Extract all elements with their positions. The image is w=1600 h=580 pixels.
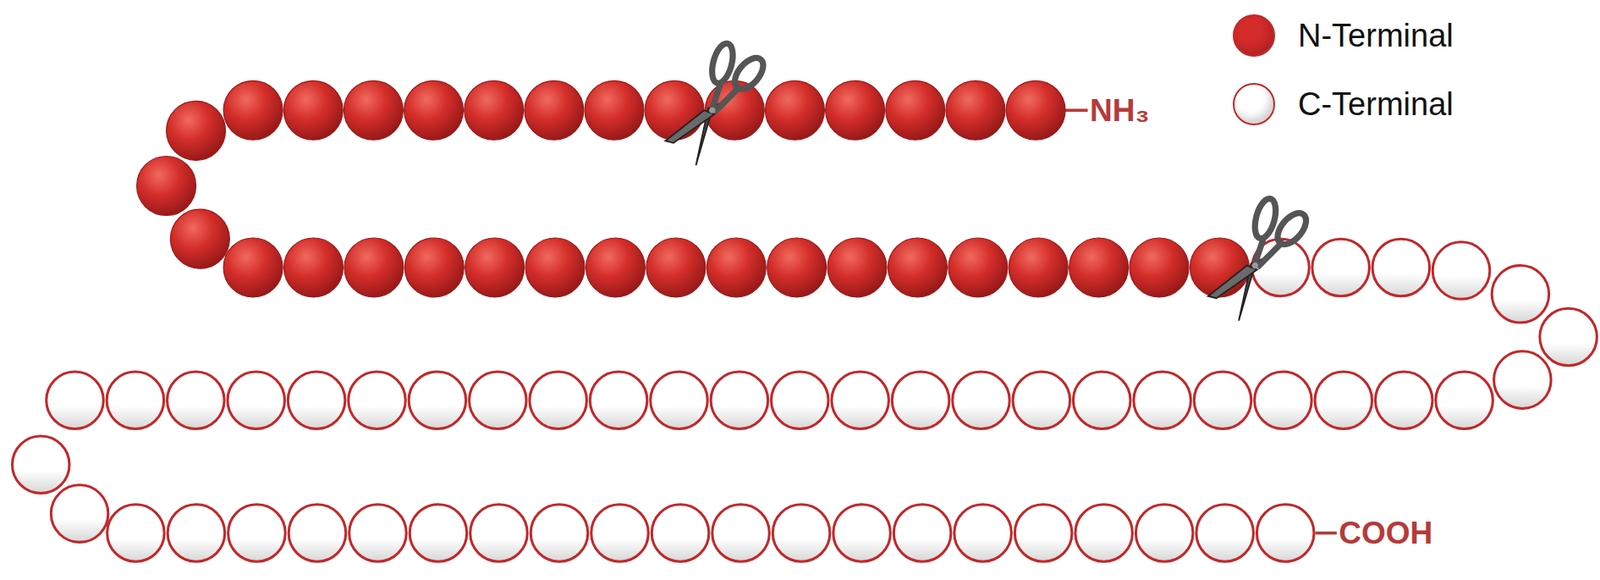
scissors-icon [665,41,769,166]
legend-swatch [1232,82,1276,126]
c-terminal-residue [1135,504,1194,562]
c-terminal-residue [1075,504,1133,562]
c-terminal-residue [408,371,467,429]
c-terminal-residue [228,504,286,562]
n-terminal-residue [827,237,887,297]
n-terminal-residue [644,80,704,140]
c-terminal-residue [1314,371,1373,429]
c-terminal-residue [167,371,226,429]
c-terminal-residue [348,371,407,429]
n-terminal-residue [704,80,765,140]
n-terminal-residue [525,237,585,297]
c-terminal-residue [1435,371,1494,429]
c-terminal-residue [1372,238,1430,297]
n-terminal-residue [465,237,525,297]
c-terminal-residue [287,371,346,429]
c-terminal-residue [1539,307,1598,366]
c-terminal-residue [650,371,709,429]
c-terminal-residue [1252,238,1310,297]
c-terminal-residue [106,371,165,429]
c-terminal-residue [891,371,950,429]
n-terminal-residue [706,237,766,297]
c-terminal-residue [50,484,109,543]
c-terminal-residue [530,504,589,562]
n-terminal-residue [1006,80,1066,140]
c-terminal-residue [651,504,710,562]
c-terminal-residue [1133,371,1192,429]
c-terminal-residue [349,504,407,562]
c-terminal-residue [227,371,286,429]
c-terminal-residue [1072,371,1131,429]
c-terminal-residue [1196,504,1254,562]
n-terminal-residue [885,80,946,140]
n-terminal-residue [344,237,404,297]
n-terminal-residue [464,80,524,140]
c-terminal-residue [1312,238,1370,297]
c-terminal-residue [831,371,890,429]
n-terminal-residue [585,237,645,297]
c-terminal-residue [954,504,1012,562]
n-terminal-residue [284,237,344,297]
c-terminal-residue [1256,504,1315,562]
legend-swatch [1232,14,1276,57]
c-terminal-residue [589,371,648,429]
scissors-icon [1208,196,1312,321]
n-terminal-residue [764,80,825,140]
c-terminal-residue [469,371,528,429]
c-terminal-residue [591,504,649,562]
terminus-label: NH₃ [1089,94,1150,127]
n-terminal-residue [137,156,197,216]
c-terminal-residue [11,435,70,494]
n-terminal-residue [646,237,706,297]
c-terminal-residue [470,504,528,562]
legend-text: N-Terminal [1297,19,1454,52]
c-terminal-residue [1012,371,1071,429]
n-terminal-residue [223,80,283,140]
terminus-label: COOH [1338,516,1433,549]
c-terminal-residue [893,504,952,562]
n-terminal-residue [404,80,464,140]
c-terminal-residue [1014,504,1073,562]
n-terminal-residue [170,208,230,269]
n-terminal-residue [767,237,827,297]
c-terminal-residue [288,504,347,562]
c-terminal-residue [46,371,105,429]
terminus-bond [1064,108,1089,112]
terminus-bond [1315,531,1337,535]
c-terminal-residue [952,371,1011,429]
n-terminal-residue [825,80,886,140]
n-terminal-residue [283,80,343,140]
n-terminal-residue [1069,237,1129,297]
legend-text: C-Terminal [1297,87,1454,121]
c-terminal-residue [107,504,165,562]
c-terminal-residue [167,504,226,562]
n-terminal-residue [945,80,1006,140]
c-terminal-residue [712,504,770,562]
c-terminal-residue [1432,241,1491,300]
c-terminal-residue [833,504,891,562]
c-terminal-residue [772,504,831,562]
n-terminal-residue [166,100,226,160]
c-terminal-residue [1491,265,1550,324]
n-terminal-residue [524,80,584,140]
c-terminal-residue [1193,371,1252,429]
c-terminal-residue [409,504,468,562]
n-terminal-residue [343,80,403,140]
c-terminal-residue [1374,371,1433,429]
n-terminal-residue [584,80,644,140]
n-terminal-residue [948,237,1008,297]
c-terminal-residue [1494,351,1552,409]
c-terminal-residue [529,371,588,429]
c-terminal-residue [770,371,829,429]
c-terminal-residue [710,371,769,429]
n-terminal-residue [404,237,464,297]
n-terminal-residue [1008,237,1068,297]
c-terminal-residue [1254,371,1313,429]
n-terminal-residue [223,237,283,297]
n-terminal-residue [1129,237,1189,297]
n-terminal-residue [887,237,947,297]
